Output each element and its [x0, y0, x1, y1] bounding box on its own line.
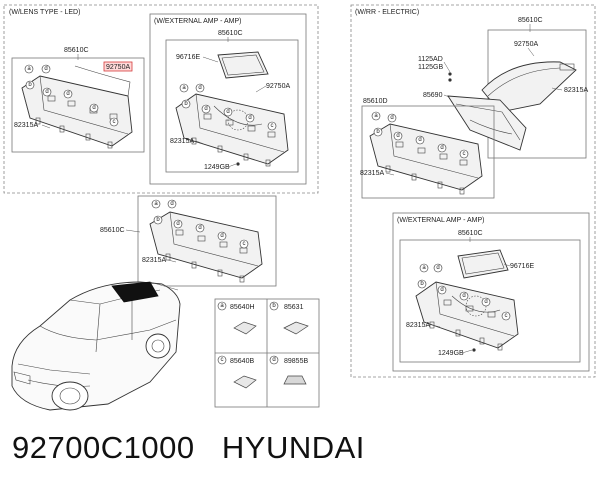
legend-letter-b: b — [272, 303, 276, 309]
lens-led-section-frame — [3, 4, 319, 194]
footer-part-number: 92700C1000 — [12, 430, 195, 465]
callout-d-10: d — [176, 221, 179, 227]
legend-letter-a: a — [220, 303, 224, 309]
callout-c-1: c — [113, 119, 116, 125]
callout-d-17: d — [436, 265, 439, 271]
label-85690: 85690 — [423, 92, 443, 99]
clip-85631-icon — [283, 321, 309, 335]
label-96716E-a: 96716E — [176, 54, 200, 61]
callout-d-8: d — [248, 115, 251, 121]
label-1125GB: 1125GB — [418, 64, 443, 71]
car-illustration — [11, 281, 181, 411]
label-92750A-c: 92750A — [514, 41, 538, 48]
base-assembly: 85610C a d b d d d c 82315A — [100, 195, 277, 287]
callout-d-9: d — [170, 201, 173, 207]
legend-part-b: 85631 — [284, 304, 304, 311]
label-85610D: 85610D — [363, 98, 388, 105]
label-85610C-e: 85610C — [458, 230, 483, 237]
ext-amp-top-frame — [149, 13, 307, 185]
label-92750A-b: 92750A — [266, 83, 290, 90]
legend-part-d: 89855B — [284, 358, 308, 365]
callout-d-2: d — [45, 89, 48, 95]
callout-d-7: d — [226, 109, 229, 115]
callout-b-2: b — [184, 101, 188, 107]
label-82315A-e: 82315A — [360, 170, 384, 177]
callout-d-19: d — [462, 293, 465, 299]
plug-89855B-icon — [283, 375, 307, 385]
lens-led-title: (W/LENS TYPE - LED) — [9, 9, 80, 16]
legend-part-c: 85640B — [230, 358, 254, 365]
label-82315A-b: 82315A — [170, 138, 194, 145]
legend-letter-c: c — [221, 357, 224, 363]
label-85610C-b: 85610C — [218, 30, 243, 37]
callout-d-15: d — [418, 137, 421, 143]
callout-d-3: d — [66, 91, 69, 97]
callout-b-5: b — [420, 281, 424, 287]
callout-d-20: d — [484, 299, 487, 305]
callout-d-11: d — [198, 225, 201, 231]
highlighted-rear-shelf — [111, 281, 159, 303]
footer-brand: HYUNDAI — [221, 430, 365, 465]
label-85610C-c: 85610C — [100, 227, 125, 234]
callout-a-5: a — [422, 265, 426, 271]
label-96716E-b: 96716E — [510, 263, 534, 270]
callout-d-18: d — [440, 287, 443, 293]
lens-led-assembly: 85610C 92750A a d b d d d c 82315A — [11, 47, 145, 153]
callout-a-1: a — [27, 66, 31, 72]
callout-c-5: c — [505, 313, 508, 319]
rr-electric-assembly: 85610C 92750A 82315A 1125AD 1125GB 85690… — [360, 17, 588, 199]
label-92750A-a: 92750A — [106, 64, 130, 71]
label-1249GB-a: 1249GB — [204, 164, 230, 171]
clip-85640H-icon — [233, 321, 257, 335]
callout-d-4: d — [92, 105, 95, 111]
callout-d-13: d — [390, 115, 393, 121]
highlight-92750A — [103, 61, 133, 72]
callout-d-12: d — [220, 233, 223, 239]
legend-part-a: 85640H — [230, 304, 255, 311]
ext-amp-top-assembly: 85610C 96716E 92750A a d b d d d c 82315… — [165, 30, 299, 173]
footer-caption: 92700C1000 HYUNDAI — [12, 430, 365, 466]
label-82315A-d: 82315A — [564, 87, 588, 94]
callout-b-3: b — [156, 217, 160, 223]
callout-c-3: c — [243, 241, 246, 247]
callout-d-5: d — [198, 85, 201, 91]
callout-b-4: b — [376, 129, 380, 135]
label-1125AD: 1125AD — [418, 56, 443, 63]
label-85610C-a: 85610C — [64, 47, 89, 54]
callout-a-3: a — [154, 201, 158, 207]
callout-b-1: b — [28, 82, 32, 88]
callout-d-6: d — [204, 106, 207, 112]
rr-electric-title: (W/RR - ELECTRIC) — [355, 9, 419, 16]
callout-a-2: a — [182, 85, 186, 91]
ext-amp-right-title: (W/EXTERNAL AMP - AMP) — [397, 217, 485, 224]
callout-d-16: d — [440, 145, 443, 151]
label-82315A-a: 82315A — [14, 122, 38, 129]
clip-85640B-icon — [233, 375, 257, 389]
callout-d-1: d — [44, 66, 47, 72]
callout-a-4: a — [374, 113, 378, 119]
label-85610C-d: 85610C — [518, 17, 543, 24]
ext-amp-right-frame — [392, 212, 590, 372]
callout-d-14: d — [396, 133, 399, 139]
label-1249GB-b: 1249GB — [438, 350, 464, 357]
rr-electric-section-frame — [350, 4, 596, 378]
callout-c-4: c — [463, 151, 466, 157]
label-82315A-c: 82315A — [142, 257, 166, 264]
label-82315A-f: 82315A — [406, 322, 430, 329]
ext-amp-top-title: (W/EXTERNAL AMP - AMP) — [154, 18, 242, 25]
callout-c-2: c — [271, 123, 274, 129]
parts-legend: a 85640H b 85631 c 85640B d 89855B — [214, 298, 320, 408]
ext-amp-right-assembly: 85610C 96716E a d b d d d c 82315A 1249G… — [399, 230, 581, 363]
legend-letter-d: d — [272, 357, 275, 363]
